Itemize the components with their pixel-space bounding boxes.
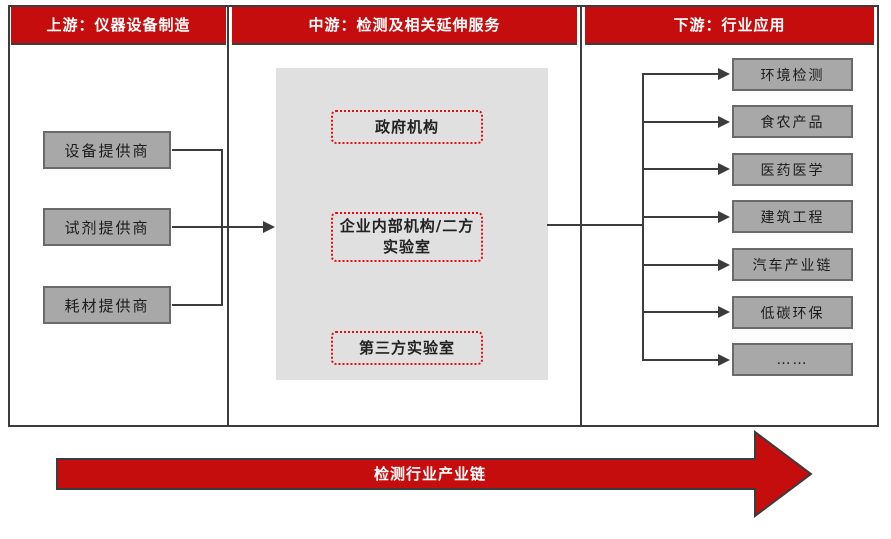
upstream-box-consumables-provider: 耗材提供商 — [43, 286, 171, 324]
flow-arrow-label: 检测行业产业链 — [373, 465, 486, 483]
downstream-box-construction-engineering: 建筑工程 — [732, 200, 853, 233]
midstream-panel — [276, 68, 548, 380]
downstream-box-medicine-medical: 医药医学 — [732, 153, 853, 186]
midstream-box-third-party-lab: 第三方实验室 — [331, 331, 483, 365]
downstream-box-ellipsis: …… — [732, 343, 853, 376]
downstream-box-food-agriculture: 食农产品 — [732, 105, 853, 138]
downstream-box-environment-testing: 环境检测 — [732, 58, 853, 91]
upstream-header: 上游：仪器设备制造 — [11, 7, 226, 45]
midstream-box-government: 政府机构 — [331, 110, 483, 144]
upstream-box-equipment-provider: 设备提供商 — [43, 131, 171, 169]
midstream-header: 中游：检测及相关延伸服务 — [232, 7, 577, 45]
downstream-box-automotive-chain: 汽车产业链 — [732, 248, 853, 281]
downstream-box-low-carbon: 低碳环保 — [732, 296, 853, 329]
midstream-box-enterprise-internal-lab: 企业内部机构/二方实验室 — [331, 212, 483, 262]
downstream-header: 下游：行业应用 — [585, 7, 874, 45]
upstream-box-reagent-provider: 试剂提供商 — [43, 208, 171, 246]
